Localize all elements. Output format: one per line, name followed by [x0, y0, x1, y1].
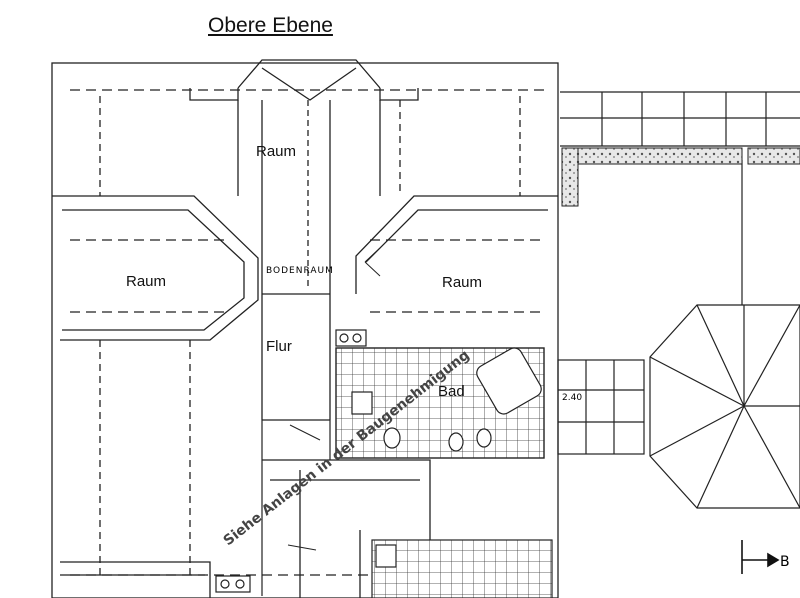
room-label-right: Raum — [442, 274, 483, 291]
room-label-bad: Bad — [438, 383, 465, 400]
room-label-top: Raum — [256, 143, 297, 160]
bodenraum-label: BODENRAUM — [266, 266, 334, 276]
dimension-label: 2.40 — [562, 393, 582, 403]
page-title: Obere Ebene — [208, 14, 333, 37]
room-label-flur: Flur — [266, 338, 292, 355]
room-label-left: Raum — [126, 273, 167, 290]
section-marker: B — [780, 554, 790, 570]
